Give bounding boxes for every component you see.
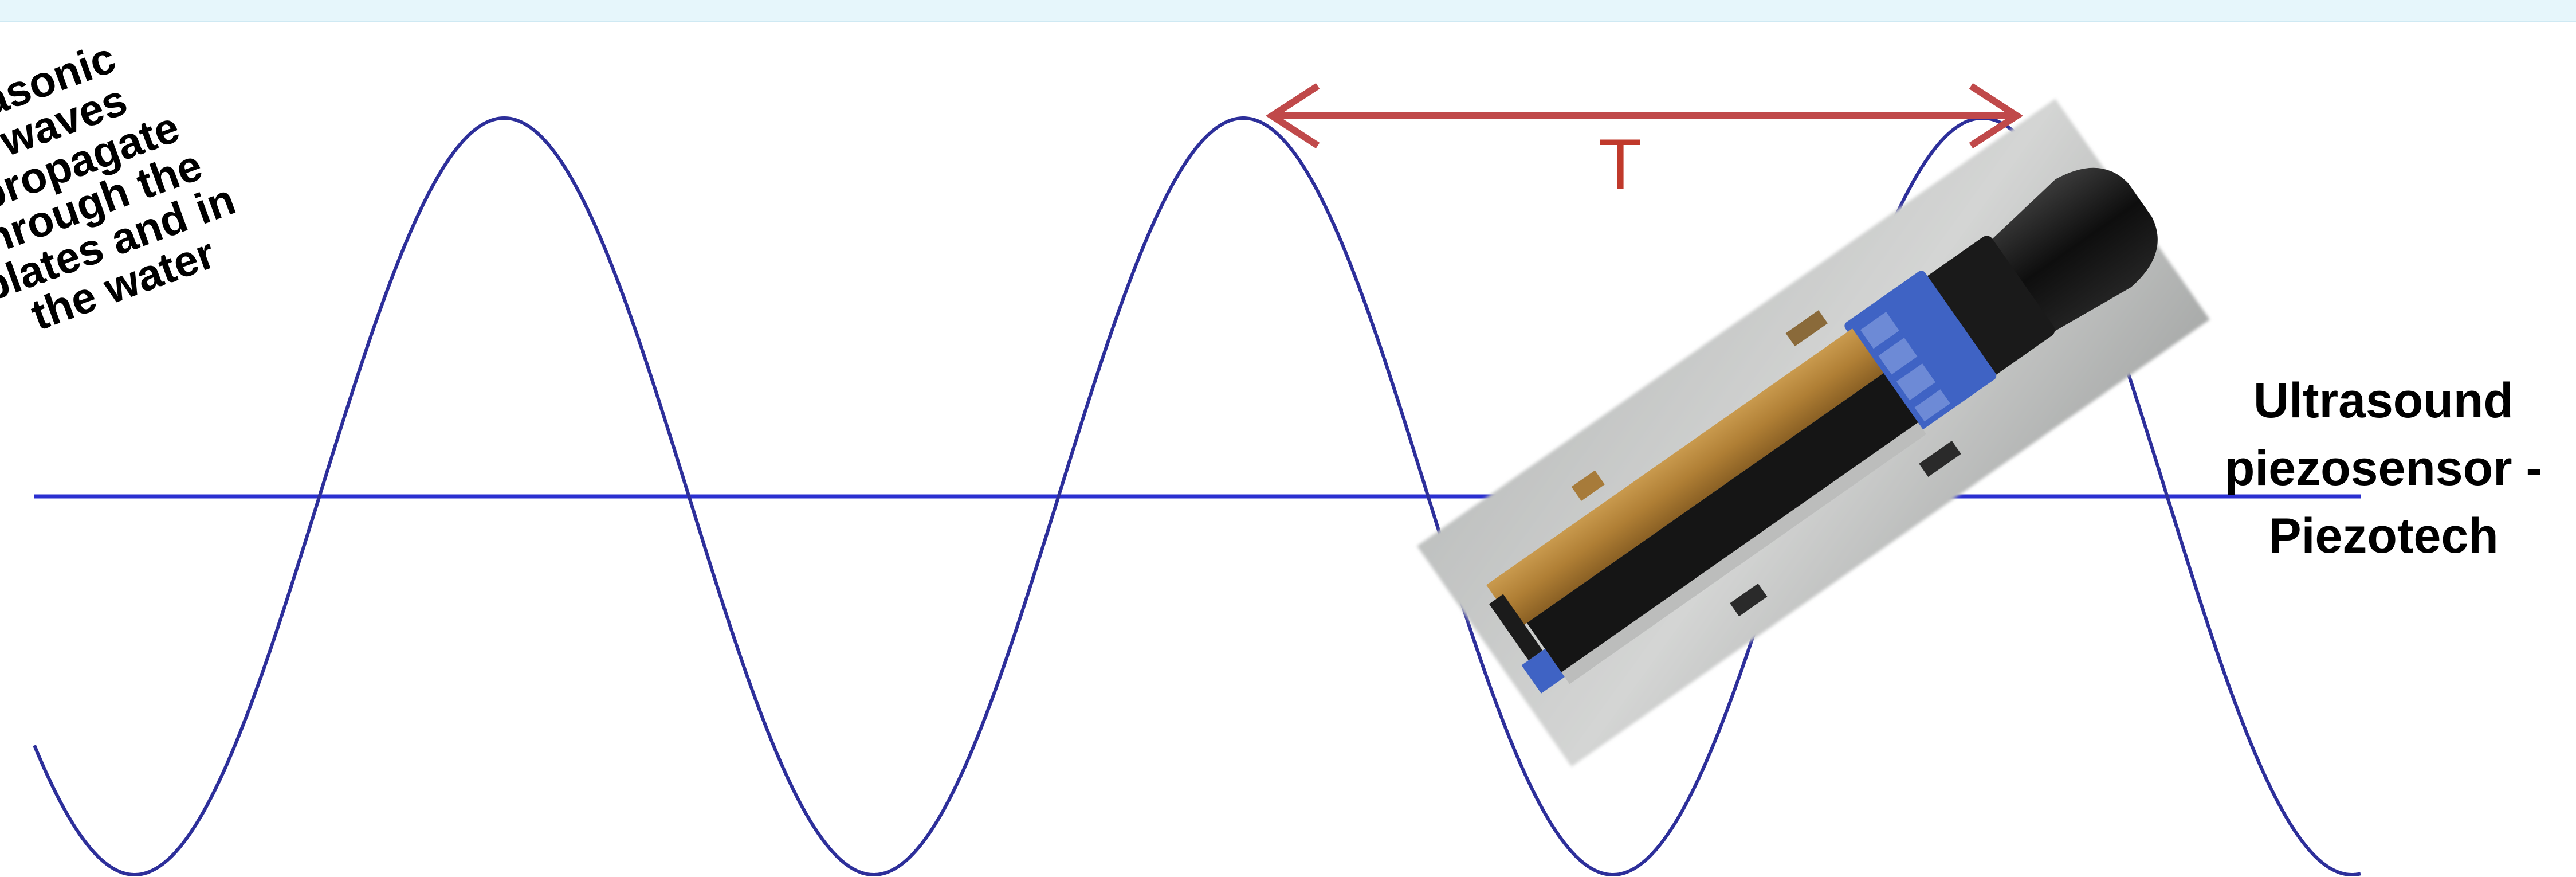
top-band — [0, 0, 2576, 22]
sine-wave — [33, 116, 2361, 877]
sensor-caption: Ultrasound piezosensor - Piezotech — [2194, 367, 2573, 570]
sensor-caption-line: piezosensor - — [2224, 441, 2543, 496]
period-label: T — [1599, 125, 1642, 204]
sensor-caption-line: Piezotech — [2268, 508, 2499, 563]
piezo-sensor-photo-icon — [1417, 99, 2210, 767]
double-headed-arrow-icon — [1265, 83, 2024, 149]
sensor-caption-line: Ultrasound — [2253, 373, 2514, 428]
